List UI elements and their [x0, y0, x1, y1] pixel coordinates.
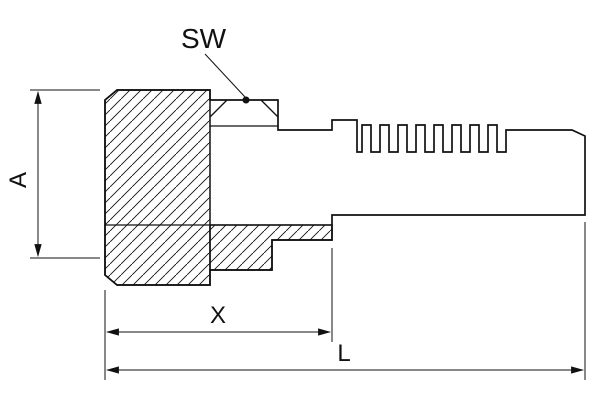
a-label: A — [5, 172, 32, 188]
dimension-l: L — [105, 222, 586, 380]
hex-chamfer-right — [260, 99, 279, 118]
section-shoulder — [209, 224, 333, 271]
hex-chamfer-left — [209, 99, 228, 118]
thread-section — [104, 89, 211, 286]
callout-sw: SW — [181, 23, 250, 104]
x-label: X — [210, 302, 226, 329]
sw-label: SW — [181, 23, 227, 54]
sw-leader-dot — [242, 96, 250, 104]
l-label: L — [337, 340, 350, 367]
dimension-a: A — [5, 89, 100, 259]
dimension-x: X — [104, 248, 333, 380]
fitting-outline — [104, 89, 586, 286]
sw-leader-line — [204, 53, 246, 98]
